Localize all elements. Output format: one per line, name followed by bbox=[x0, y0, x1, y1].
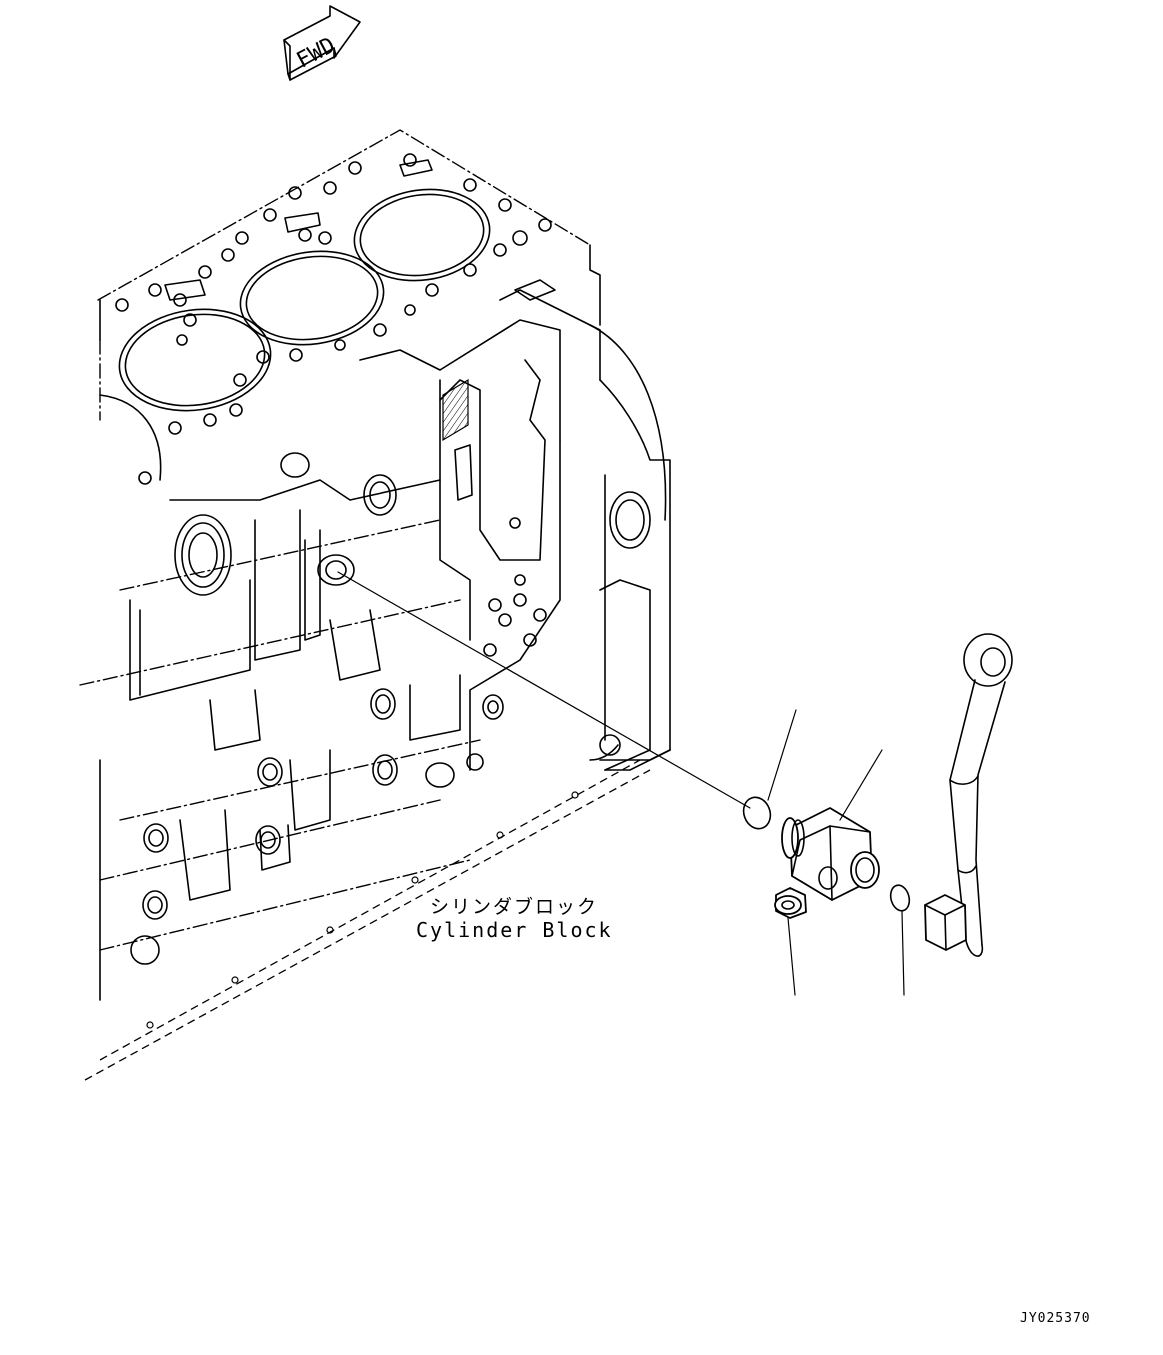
o-ring-small bbox=[742, 709, 797, 830]
forward-arrow-icon: FWD bbox=[283, 5, 361, 81]
tee-fitting bbox=[781, 749, 883, 901]
cylinder-block-drawing bbox=[79, 129, 671, 1081]
oil-tube-assembly bbox=[924, 633, 1013, 957]
plug-bolt bbox=[774, 887, 807, 996]
o-ring-right bbox=[889, 884, 911, 996]
cylinder-block-label-english: Cylinder Block bbox=[416, 918, 613, 942]
figure-code: JY025370 bbox=[1020, 1311, 1091, 1326]
cylinder-block-label-japanese: シリンダブロック bbox=[430, 896, 599, 918]
installation-leader-line bbox=[337, 571, 751, 809]
